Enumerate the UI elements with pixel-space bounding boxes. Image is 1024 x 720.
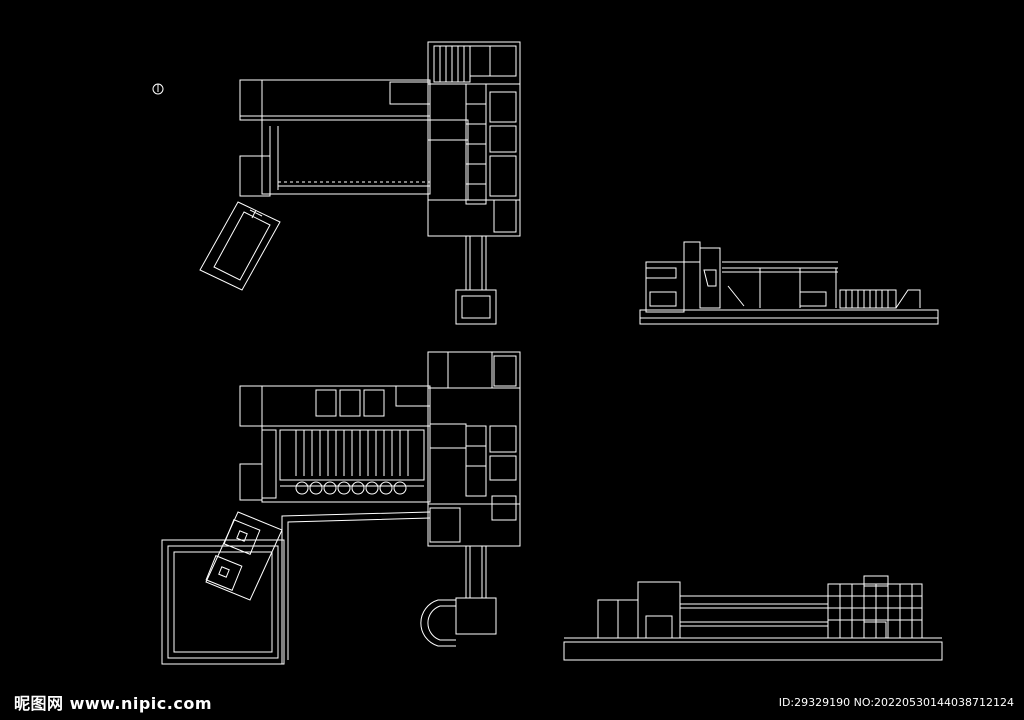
upper-floor-plan	[199, 41, 521, 325]
elevation-view	[563, 575, 943, 661]
ground-floor-plan	[161, 351, 521, 665]
section-view	[639, 241, 939, 325]
north-arrow-icon	[152, 83, 164, 95]
watermark-id: ID:29329190 NO:20220530144038712124	[778, 696, 1014, 709]
watermark-logo: 昵图网 www.nipic.com	[14, 694, 212, 713]
